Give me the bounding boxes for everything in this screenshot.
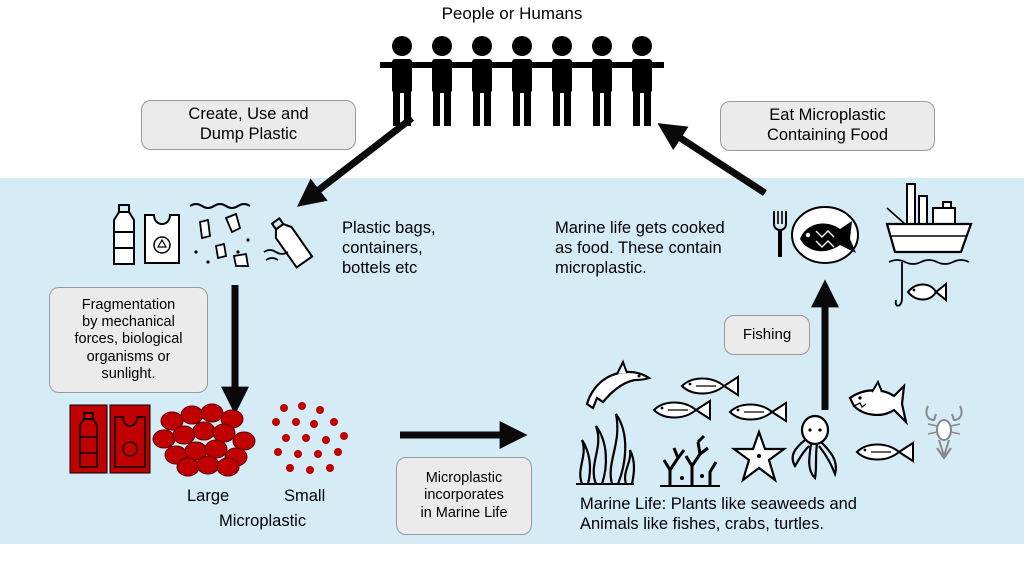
starfish-icon — [730, 428, 788, 483]
small-label: Small — [284, 487, 326, 505]
eat-line-1: Eat Microplastic — [769, 106, 886, 125]
red-bag-icon — [109, 404, 151, 474]
arrow-food-to-people — [657, 123, 767, 196]
cooked-line-1: Marine life gets cooked — [555, 219, 725, 237]
cooked-line-2: as food. These contain — [555, 238, 722, 257]
fishing-box: Fishing — [724, 315, 810, 355]
small-microplastic-icon — [272, 402, 348, 474]
incorporates-line-2: incorporates — [424, 487, 504, 504]
plastic-items-line-1: Plastic bags, — [342, 219, 436, 237]
small-particle — [286, 464, 294, 472]
create-line-2: Dump Plastic — [199, 125, 298, 143]
large-particle — [176, 457, 200, 477]
person-icon — [460, 36, 504, 126]
cooked-label: Marine life gets cooked as food. These c… — [555, 219, 725, 278]
marine-life-line-2: Animals like fishes, crabs, turtles. — [580, 514, 824, 533]
fish-plate-icon — [791, 206, 859, 264]
large-particle — [200, 403, 224, 423]
plastic-items-label: Plastic bags, containers, bottels etc — [342, 219, 436, 278]
small-particle — [298, 402, 306, 410]
small-particle — [316, 406, 324, 414]
ship-icon — [885, 183, 973, 265]
large-label: Large — [187, 487, 230, 505]
person-icon — [580, 36, 624, 126]
small-particle — [280, 404, 288, 412]
small-particle — [302, 434, 310, 442]
fish-icon — [680, 375, 739, 397]
bottle-in-water-icon — [263, 217, 314, 269]
incorporates-box: Microplastic incorporates in Marine Life — [396, 457, 532, 535]
arrow-people-to-plastic — [297, 115, 415, 207]
bag-icon — [144, 214, 180, 264]
plastic-items-line-3: bottels etc — [342, 258, 418, 277]
fragmentation-box: Fragmentation by mechanical forces, biol… — [49, 287, 208, 393]
red-bottle-icon — [69, 404, 108, 474]
small-particle — [334, 448, 342, 456]
floating-litter-icon — [189, 203, 251, 267]
marine-life-line-1: Marine Life: Plants like seaweeds and — [580, 495, 857, 513]
fragmentation-line-4: organisms or — [86, 348, 171, 365]
create-line-1: Create, Use and — [188, 105, 309, 124]
person-icon — [380, 36, 424, 126]
large-particle — [160, 411, 184, 431]
small-particle — [292, 418, 300, 426]
seaweed-icon — [576, 413, 636, 485]
large-microplastic-icon — [152, 403, 256, 477]
large-particle — [152, 429, 176, 449]
dolphin-icon — [585, 359, 652, 410]
fish-icon — [728, 401, 787, 423]
fish-icon — [652, 399, 711, 421]
fishing-label: Fishing — [742, 326, 792, 343]
marine-life-label: Marine Life: Plants like seaweeds and An… — [580, 495, 857, 535]
small-particle — [310, 420, 318, 428]
fish-icon — [855, 441, 914, 463]
people-title: People or Humans — [441, 4, 583, 23]
small-particle — [340, 432, 348, 440]
octopus-icon — [791, 414, 837, 481]
plastic-items-line-2: containers, — [342, 238, 423, 257]
fork-icon — [773, 211, 787, 257]
shark-icon — [848, 379, 908, 426]
people-group-icon — [380, 36, 664, 126]
small-particle — [306, 466, 314, 474]
large-particle — [180, 405, 204, 425]
small-particle — [326, 464, 334, 472]
large-particle — [172, 425, 196, 445]
small-particle — [314, 450, 322, 458]
bottle-icon — [113, 204, 135, 265]
large-particle — [232, 431, 256, 451]
small-particle — [282, 434, 290, 442]
person-icon — [500, 36, 544, 126]
cooked-line-3: microplastic. — [555, 258, 647, 277]
large-particle — [212, 423, 236, 443]
incorporates-line-1: Microplastic — [425, 469, 503, 486]
microplastic-label: Microplastic — [219, 512, 307, 530]
large-particle — [192, 421, 216, 441]
small-particle — [294, 450, 302, 458]
large-particle — [216, 457, 240, 477]
lobster-icon — [925, 405, 963, 460]
small-particle — [330, 418, 338, 426]
large-particle — [196, 455, 220, 475]
person-icon — [540, 36, 584, 126]
fragmentation-line-2: by mechanical — [82, 313, 175, 330]
fragmentation-line-1: Fragmentation — [81, 296, 176, 313]
person-icon — [420, 36, 464, 126]
fragmentation-line-5: sunlight. — [101, 366, 156, 383]
coral-icon — [660, 434, 720, 487]
person-icon — [620, 36, 664, 126]
fragmentation-line-3: forces, biological — [74, 331, 183, 348]
small-particle — [274, 448, 282, 456]
small-particle — [272, 418, 280, 426]
small-particle — [322, 436, 330, 444]
incorporates-line-3: in Marine Life — [420, 504, 508, 521]
hooked-fish-icon — [894, 262, 947, 307]
large-particle — [204, 439, 228, 459]
eat-line-2: Containing Food — [766, 126, 889, 144]
